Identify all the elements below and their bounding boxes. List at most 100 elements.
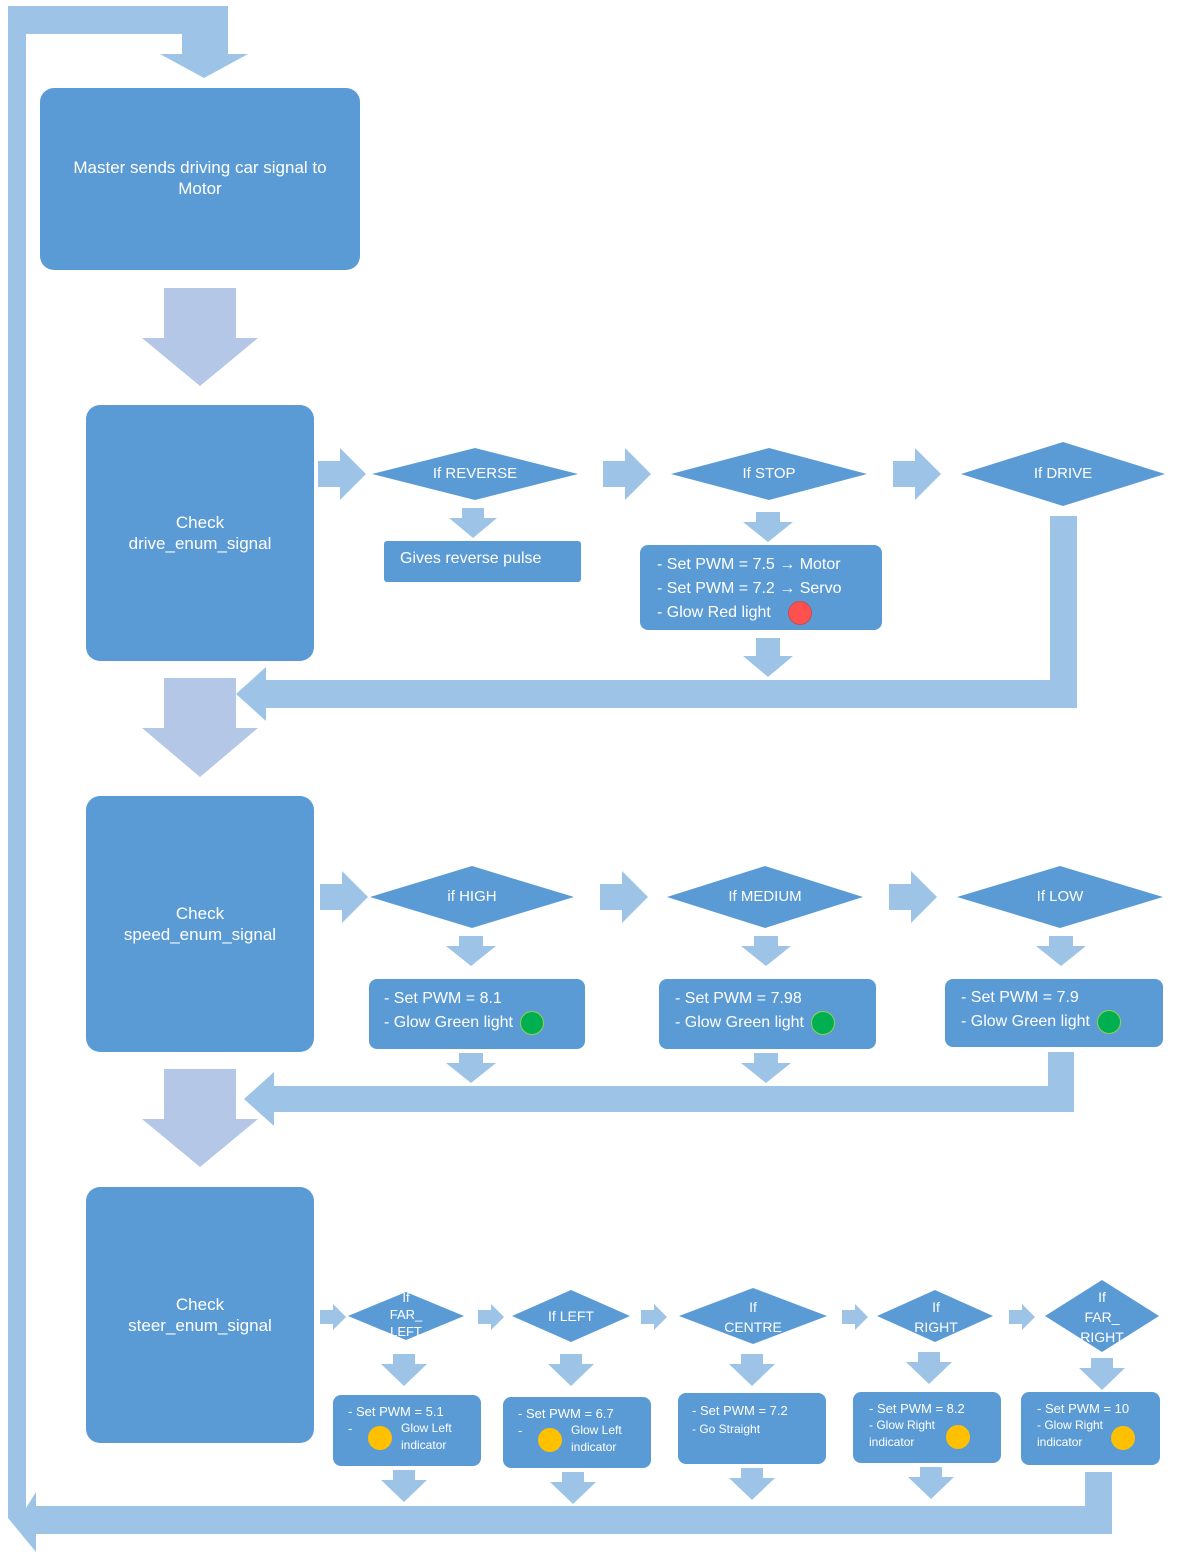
right-arrow (893, 448, 941, 500)
down-arrow (729, 1468, 775, 1500)
far-left-bullet: - (348, 1421, 353, 1436)
reverse-action-text: Gives reverse pulse (400, 550, 542, 567)
left-glow-line: Glow Left (571, 1423, 622, 1437)
down-arrow (743, 638, 793, 677)
decision-high-label: if HIGH (447, 888, 497, 905)
amber-indicator-icon (538, 1428, 562, 1452)
down-arrow (743, 512, 793, 542)
green-light-icon (520, 1012, 543, 1034)
right-arrow (842, 1304, 868, 1330)
down-arrow (1036, 936, 1086, 966)
red-light-icon (788, 602, 811, 624)
right-glow-row: - Glow Right indicator (869, 1417, 999, 1451)
green-light-icon (811, 1012, 834, 1034)
right-arrow (641, 1304, 667, 1330)
speed-check-box (86, 796, 314, 1052)
merge-arrow (236, 516, 1077, 721)
down-arrow (729, 1354, 775, 1386)
high-action-text: - Set PWM = 8.1 - Glow Green light (384, 987, 584, 1035)
decision-far-left (348, 1292, 464, 1340)
down-arrow (741, 1053, 791, 1083)
drive-check-line2: drive_enum_signal (128, 534, 272, 553)
big-down-arrow (142, 678, 258, 777)
decision-far-right-line: RIGHT (1080, 1329, 1124, 1345)
far-left-glow-line: Glow Left (401, 1421, 452, 1435)
drive-check-label: Check drive_enum_signal (86, 512, 314, 554)
low-action-glow-row: - Glow Green light (961, 1010, 1161, 1034)
right-glow-text: - Glow Right indicator (869, 1417, 935, 1451)
stop-action-text: - Set PWM = 7.5 → Motor - Set PWM = 7.2 … (657, 553, 877, 625)
amber-indicator-icon (368, 1426, 392, 1450)
speed-check-line1: Check (175, 904, 225, 923)
down-arrow (446, 936, 496, 966)
decision-drive (961, 442, 1165, 506)
far-left-action-box (333, 1395, 481, 1466)
far-left-glow-row: - Glow Left indicator (348, 1420, 478, 1454)
down-arrow (908, 1467, 954, 1499)
decision-medium (667, 866, 863, 928)
far-right-glow-row: - Glow Right indicator (1037, 1417, 1162, 1451)
right-arrow (889, 871, 937, 923)
decision-low (957, 866, 1163, 928)
far-right-action-text: - Set PWM = 10 - Glow Right indicator (1037, 1400, 1162, 1451)
stop-action-box (640, 545, 882, 630)
right-glow-line: - Glow Right (869, 1418, 936, 1432)
right-arrow (320, 871, 368, 923)
decision-centre (679, 1288, 827, 1344)
steer-check-line1: Check (175, 1295, 225, 1314)
low-action-line: - Set PWM = 7.9 (961, 989, 1079, 1006)
decision-stop-label: If STOP (742, 465, 796, 482)
big-down-arrow (142, 288, 258, 386)
decision-reverse (372, 448, 578, 500)
far-right-glow-line: - Glow Right (1037, 1418, 1104, 1432)
decision-centre-label: If CENTRE (703, 1297, 803, 1337)
green-light-icon (1097, 1011, 1120, 1033)
far-right-glow-line: indicator (1037, 1435, 1083, 1449)
drive-check-box (86, 405, 314, 661)
decision-left (512, 1290, 630, 1342)
decision-far-left-line: If (402, 1290, 410, 1305)
decision-far-right-line: FAR_ (1084, 1309, 1120, 1325)
left-glow-line: indicator (571, 1440, 617, 1454)
down-arrow (381, 1470, 427, 1502)
decision-right-line: If (932, 1299, 940, 1315)
stop-action-line: - Set PWM = 7.5 → Motor (657, 556, 841, 573)
stop-action-line: - Glow Red light (657, 604, 771, 621)
down-arrow (550, 1472, 596, 1504)
high-action-line: - Set PWM = 8.1 (384, 990, 502, 1007)
decision-far-right-label: If FAR_ RIGHT (1057, 1287, 1147, 1347)
decision-centre-line: If (749, 1299, 757, 1315)
merge-arrow (244, 1052, 1074, 1126)
left-pwm: - Set PWM = 6.7 (518, 1406, 614, 1421)
far-right-glow-text: - Glow Right indicator (1037, 1417, 1103, 1451)
far-right-pwm: - Set PWM = 10 (1037, 1401, 1130, 1416)
far-left-glow-text: Glow Left indicator (401, 1420, 452, 1454)
steer-check-label: Check steer_enum_signal (86, 1294, 314, 1336)
centre-action-text: - Set PWM = 7.2 - Go Straight (692, 1401, 822, 1439)
medium-action-glow-row: - Glow Green light (675, 1011, 875, 1035)
right-arrow (320, 1304, 346, 1330)
right-arrow (600, 871, 648, 923)
high-action-line: - Glow Green light (384, 1014, 513, 1031)
centre-action-box (678, 1393, 826, 1464)
steer-check-line2: steer_enum_signal (128, 1316, 272, 1335)
far-left-glow-line: indicator (401, 1438, 447, 1452)
down-arrow (381, 1354, 427, 1386)
right-pwm: - Set PWM = 8.2 (869, 1401, 965, 1416)
right-glow-line: indicator (869, 1435, 915, 1449)
decision-medium-label: If MEDIUM (728, 888, 802, 905)
master-box-label: Master sends driving car signal to Motor (73, 158, 327, 198)
decision-low-label: If LOW (1036, 888, 1084, 905)
far-left-pwm: - Set PWM = 5.1 (348, 1404, 444, 1419)
down-arrow (548, 1354, 594, 1386)
decision-left-label: If LEFT (548, 1307, 594, 1324)
decision-centre-line: CENTRE (724, 1319, 782, 1335)
amber-indicator-icon (946, 1425, 971, 1449)
decision-high (370, 866, 574, 928)
low-action-line: - Glow Green light (961, 1013, 1090, 1030)
decision-right-line: RIGHT (914, 1319, 958, 1335)
left-bullet: - (518, 1423, 523, 1438)
decision-reverse-label: If REVERSE (432, 465, 518, 482)
medium-action-text: - Set PWM = 7.98 - Glow Green light (675, 987, 875, 1035)
decision-right-label: If RIGHT (886, 1297, 986, 1337)
